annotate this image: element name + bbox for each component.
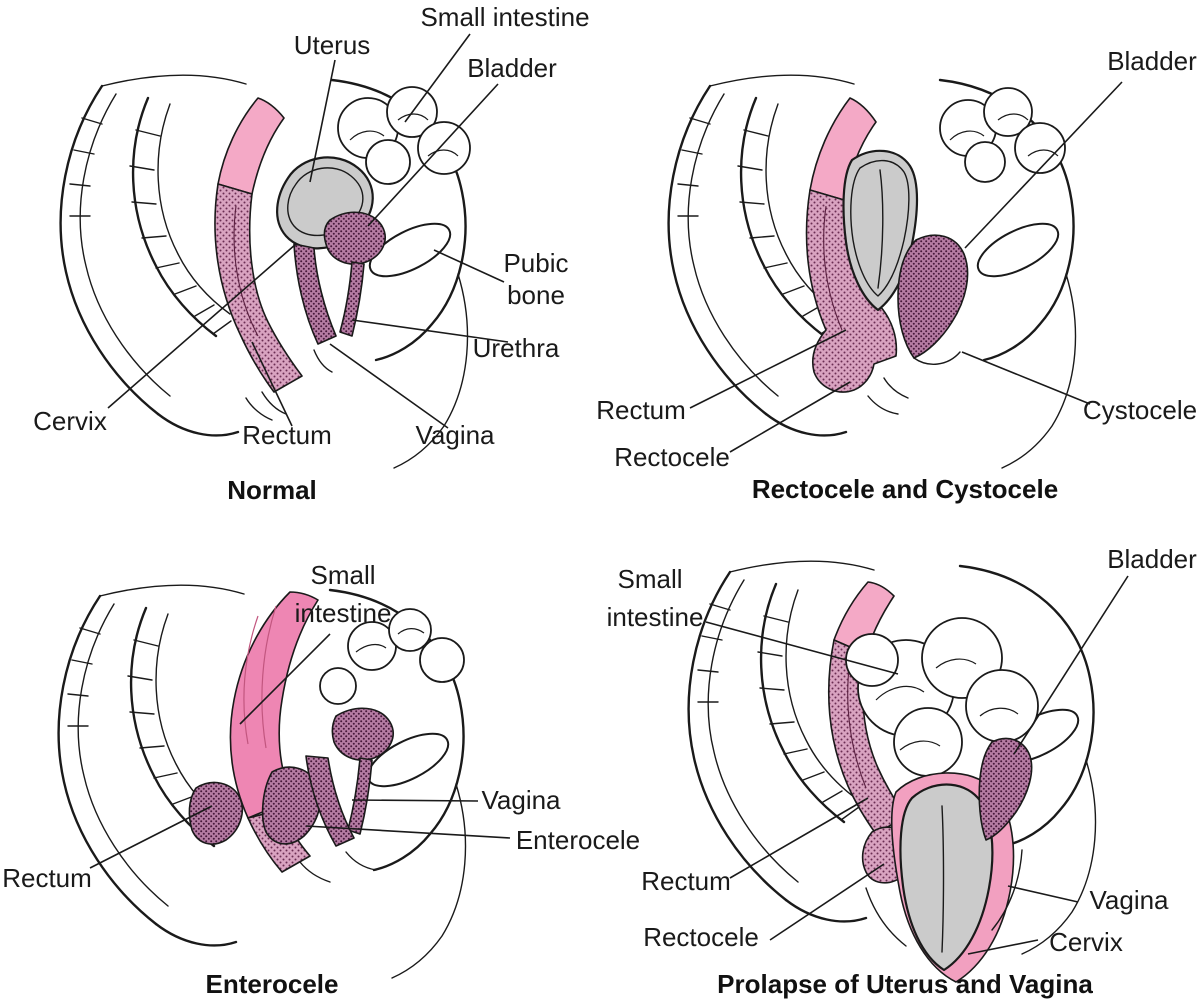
small-intestine-coil (319, 667, 357, 705)
urethra-shape (347, 757, 373, 835)
leader-cystocele (961, 351, 1091, 405)
small-intestine-coil (983, 87, 1033, 137)
label-uterus: Uterus (294, 30, 371, 60)
leader-rectum (729, 797, 869, 879)
sigmoid-colon-shape (833, 581, 895, 655)
panel-normal: Small intestine Uterus Bladder Pubic bon… (33, 2, 589, 505)
label-cystocele: Cystocele (1083, 395, 1197, 425)
label-small-intestine-line2: intestine (295, 598, 392, 628)
small-intestine-coil (417, 121, 471, 175)
cystocele-outline (913, 351, 961, 365)
label-pubic-bone-line1: Pubic (503, 248, 568, 278)
leader-rectum (251, 341, 293, 427)
label-cervix: Cervix (33, 406, 107, 436)
leader-small-intestine (239, 633, 331, 725)
label-small-intestine: Small intestine (420, 2, 589, 32)
small-intestine-coil (893, 707, 963, 777)
leader-urethra (351, 319, 509, 343)
label-bladder: Bladder (467, 53, 557, 83)
leader-cervix (967, 939, 1039, 955)
rectum-shape (214, 183, 303, 393)
label-cervix: Cervix (1049, 927, 1123, 957)
label-rectum: Rectum (2, 863, 92, 893)
bladder-shape (323, 211, 386, 265)
small-intestine-coil (965, 669, 1039, 743)
intestine-fold-lines (349, 113, 459, 157)
label-pubic-bone-line2: bone (507, 280, 565, 310)
label-enterocele: Enterocele (516, 825, 640, 855)
intestine-fold-lines (949, 113, 1059, 157)
label-rectum: Rectum (242, 420, 332, 450)
label-rectum: Rectum (596, 395, 686, 425)
small-intestine-coil (388, 608, 432, 652)
panel-rectocele-cystocele: Bladder Rectum Rectocele Cystocele Recto… (596, 46, 1197, 504)
rectum-inner-line (847, 659, 867, 789)
leader-uterus (309, 59, 336, 183)
sigmoid-colon-shape (217, 97, 285, 195)
rectum-inner-line (823, 205, 843, 331)
label-bladder: Bladder (1107, 544, 1197, 574)
uterus-canal-line (877, 169, 884, 289)
label-rectocele: Rectocele (614, 442, 730, 472)
leader-rectum (689, 329, 847, 409)
label-vagina: Vagina (1089, 885, 1169, 915)
leader-pubic-bone (433, 249, 505, 283)
pelvis-outline (687, 559, 1097, 956)
urethra-shape (339, 261, 365, 337)
leader-small-intestine (705, 621, 899, 675)
panel-title-normal: Normal (227, 475, 317, 505)
leader-enterocele (305, 825, 511, 839)
label-small-intestine-line1: Small (617, 564, 682, 594)
leader-bladder (964, 81, 1123, 249)
rectum-inner-line (233, 205, 259, 337)
vagina-shape (305, 755, 355, 847)
panel-title-rectocele-cystocele: Rectocele and Cystocele (752, 474, 1058, 504)
leader-bladder (367, 83, 499, 227)
uterus-inner-line (850, 159, 910, 297)
perineum-lines (245, 349, 333, 421)
leader-rectum (89, 805, 213, 869)
panel-title-enterocele: Enterocele (206, 969, 339, 999)
colon-fold-lines (243, 605, 277, 749)
leader-rectocele (769, 863, 885, 941)
leader-small-intestine (404, 33, 471, 123)
prolapsed-uterus-shape (899, 783, 994, 972)
leader-cervix (107, 243, 297, 409)
panel-title-prolapse: Prolapse of Uterus and Vagina (717, 969, 1093, 999)
small-intestine-coil (845, 633, 899, 687)
bladder-shape (331, 707, 394, 761)
small-intestine-coil (419, 637, 465, 683)
uterus-canal-line (941, 805, 945, 953)
perineal-fold-lines (865, 849, 1023, 947)
panel-prolapse: Bladder Small intestine Rectum Rectocele… (607, 544, 1198, 999)
intestine-fold-lines (355, 628, 425, 653)
vagina-shape (293, 243, 337, 345)
leader-vagina (351, 799, 479, 802)
label-rectocele: Rectocele (643, 922, 759, 952)
leader-vagina (1007, 885, 1079, 903)
cystocele-bulge (897, 234, 969, 359)
leader-bladder (1013, 575, 1129, 755)
label-urethra: Urethra (473, 333, 560, 363)
label-small-intestine-line2: intestine (607, 602, 704, 632)
label-rectum: Rectum (641, 866, 731, 896)
small-intestine-coil (1014, 122, 1066, 174)
intestine-fold-lines (875, 658, 1019, 751)
perineum-lines (299, 851, 377, 883)
leader-vagina (329, 343, 449, 429)
label-small-intestine-line1: Small (310, 560, 375, 590)
label-vagina: Vagina (481, 785, 561, 815)
small-intestine-coil (964, 141, 1006, 183)
panel-enterocele: Small intestine Vagina Enterocele Rectum… (2, 560, 640, 999)
label-vagina: Vagina (415, 420, 495, 450)
perineum-lines (867, 377, 909, 415)
label-bladder: Bladder (1107, 46, 1197, 76)
bladder-shape (978, 737, 1033, 841)
leader-rectocele (729, 381, 851, 453)
small-intestine-coil (365, 139, 411, 185)
